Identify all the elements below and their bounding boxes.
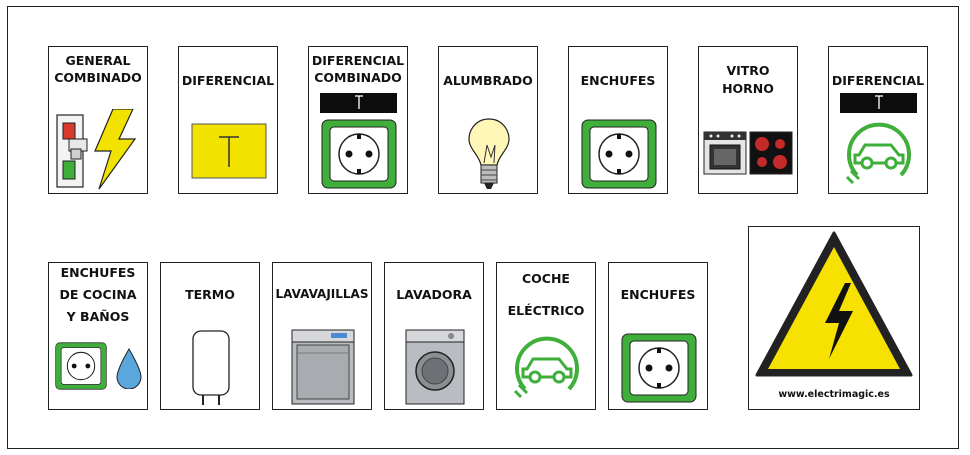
label-title-line-1: ENCHUFES	[60, 265, 136, 280]
breaker-lightning-icon	[56, 109, 137, 190]
electric-car-icon	[845, 122, 911, 185]
t-symbol-icon	[354, 95, 363, 109]
black-badge	[840, 93, 917, 113]
socket-icon	[55, 342, 107, 390]
warning-sign-panel: www.electrimagic.es	[748, 226, 920, 410]
dishwasher-icon	[291, 329, 355, 405]
label-title: LAVAVAJILLAS	[275, 287, 369, 301]
label-title: LAVADORA	[396, 287, 472, 302]
label-enchufes-cocina-banos: ENCHUFES DE COCINA Y BAÑOS	[48, 262, 148, 410]
label-title-line-3: Y BAÑOS	[66, 309, 130, 324]
brand-url: www.electrimagic.es	[778, 389, 890, 400]
label-title-line-2: COMBINADO	[54, 70, 142, 85]
socket-icon	[321, 119, 397, 189]
label-title: TERMO	[185, 287, 235, 302]
label-title: DIFERENCIAL	[181, 73, 275, 88]
label-general-combinado: GENERAL COMBINADO	[48, 46, 148, 194]
label-title-line-2: ELÉCTRICO	[507, 303, 585, 318]
label-title-line-1: GENERAL	[65, 53, 131, 68]
label-title: ENCHUFES	[620, 287, 696, 302]
label-title-line-1: DIFERENCIAL	[311, 53, 405, 68]
sheet-frame	[7, 6, 959, 449]
water-heater-icon	[192, 330, 230, 405]
socket-icon	[621, 333, 697, 403]
oven-icon	[703, 131, 747, 175]
label-termo: TERMO	[160, 262, 260, 410]
label-title-line-1: COCHE	[522, 271, 570, 286]
electric-car-icon	[513, 336, 579, 399]
label-enchufes-2: ENCHUFES	[608, 262, 708, 410]
high-voltage-warning-icon	[755, 231, 913, 377]
label-diferencial-ev: DIFERENCIAL	[828, 46, 928, 194]
label-vitro-horno: VITRO HORNO	[698, 46, 798, 194]
label-enchufes: ENCHUFES	[568, 46, 668, 194]
label-diferencial: DIFERENCIAL	[178, 46, 278, 194]
ceramic-hob-icon	[749, 131, 793, 175]
t-symbol-icon	[874, 95, 883, 109]
label-title: DIFERENCIAL	[831, 73, 925, 88]
label-lavavajillas: LAVAVAJILLAS	[272, 262, 372, 410]
label-diferencial-combinado: DIFERENCIAL COMBINADO	[308, 46, 408, 194]
label-alumbrado: ALUMBRADO	[438, 46, 538, 194]
light-bulb-icon	[468, 118, 510, 189]
label-coche-electrico: COCHE ELÉCTRICO	[496, 262, 596, 410]
black-badge	[320, 93, 397, 113]
label-lavadora: LAVADORA	[384, 262, 484, 410]
label-title-line-1: VITRO	[726, 63, 770, 78]
label-title: ENCHUFES	[580, 73, 656, 88]
water-drop-icon	[116, 348, 142, 389]
label-title-line-2: DE COCINA	[59, 287, 137, 302]
label-title: ALUMBRADO	[443, 73, 533, 88]
label-title-line-2: HORNO	[722, 81, 774, 96]
label-title-line-2: COMBINADO	[314, 70, 402, 85]
socket-icon	[581, 119, 657, 189]
washing-machine-icon	[405, 329, 465, 405]
differential-t-icon	[191, 123, 267, 179]
